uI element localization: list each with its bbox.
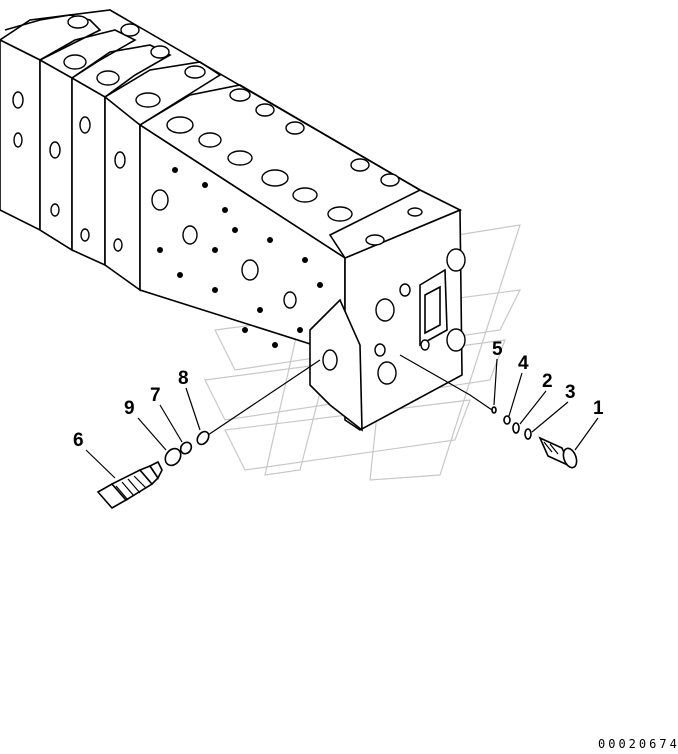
callout-8: 8 [178, 368, 189, 389]
seal-part-3 [524, 428, 532, 440]
drawing-code: 00020674 [598, 737, 678, 751]
seal-ring-part-7 [179, 441, 193, 455]
callout-9: 9 [124, 398, 135, 419]
callout-5: 5 [492, 339, 503, 360]
plug-part-1 [538, 436, 578, 469]
seal-part-5 [491, 406, 497, 414]
leader-lines [204, 354, 493, 438]
callout-labels: 1 2 3 4 5 6 7 8 9 [73, 339, 604, 479]
seal-part-4 [503, 415, 511, 425]
seal-ring-part-8 [196, 430, 210, 446]
relief-valve-part-6 [96, 460, 163, 510]
callout-3: 3 [565, 382, 576, 403]
seal-ring-part-9 [164, 447, 182, 467]
top-ports [63, 15, 423, 246]
callout-4: 4 [518, 353, 529, 374]
end-cap-plugs [374, 248, 466, 385]
callout-6: 6 [73, 430, 84, 451]
side-ports [12, 91, 338, 371]
seal-part-2 [512, 422, 520, 434]
callout-7: 7 [150, 385, 161, 406]
callout-1: 1 [593, 398, 604, 419]
callout-2: 2 [542, 371, 553, 392]
